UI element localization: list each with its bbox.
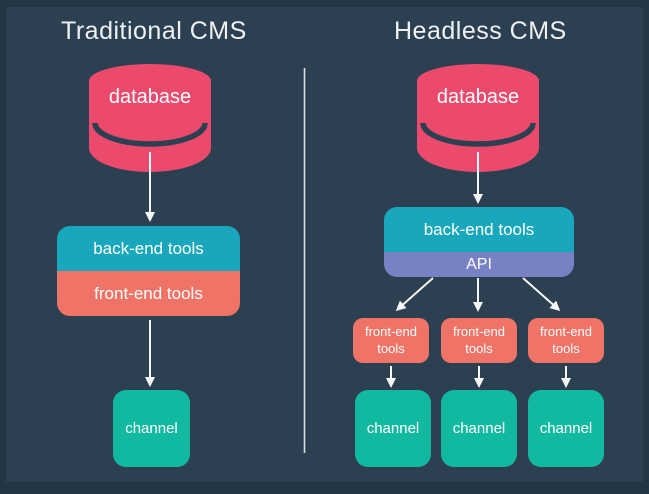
channel-box-traditional: channel (113, 390, 190, 467)
arrow-api-to-frontend-1 (395, 277, 434, 311)
database-label-headless: database (436, 86, 520, 108)
backend-tools-box-traditional: back-end tools (57, 226, 240, 271)
headless-cms-title: Headless CMS (394, 17, 567, 45)
database-cylinder-traditional (89, 64, 211, 172)
channel-box-2: channel (441, 390, 517, 467)
api-bar: API (384, 252, 574, 277)
traditional-cms-title: Traditional CMS (61, 17, 247, 45)
frontend-tools-box-traditional: front-end tools (57, 271, 240, 316)
database-cylinder-headless (417, 64, 539, 172)
traditional-tools-box: back-end tools front-end tools (57, 226, 240, 316)
frontend-tools-box-1: front-end tools (353, 318, 429, 363)
frontend-tools-box-2: front-end tools (441, 318, 517, 363)
headless-backend-api-box: back-end tools API (384, 207, 574, 277)
database-label-traditional: database (108, 86, 192, 108)
arrow-api-to-frontend-3 (522, 277, 561, 311)
channel-box-3: channel (528, 390, 604, 467)
channel-box-1: channel (355, 390, 431, 467)
frontend-tools-box-3: front-end tools (528, 318, 604, 363)
backend-tools-box-headless: back-end tools (384, 207, 574, 252)
